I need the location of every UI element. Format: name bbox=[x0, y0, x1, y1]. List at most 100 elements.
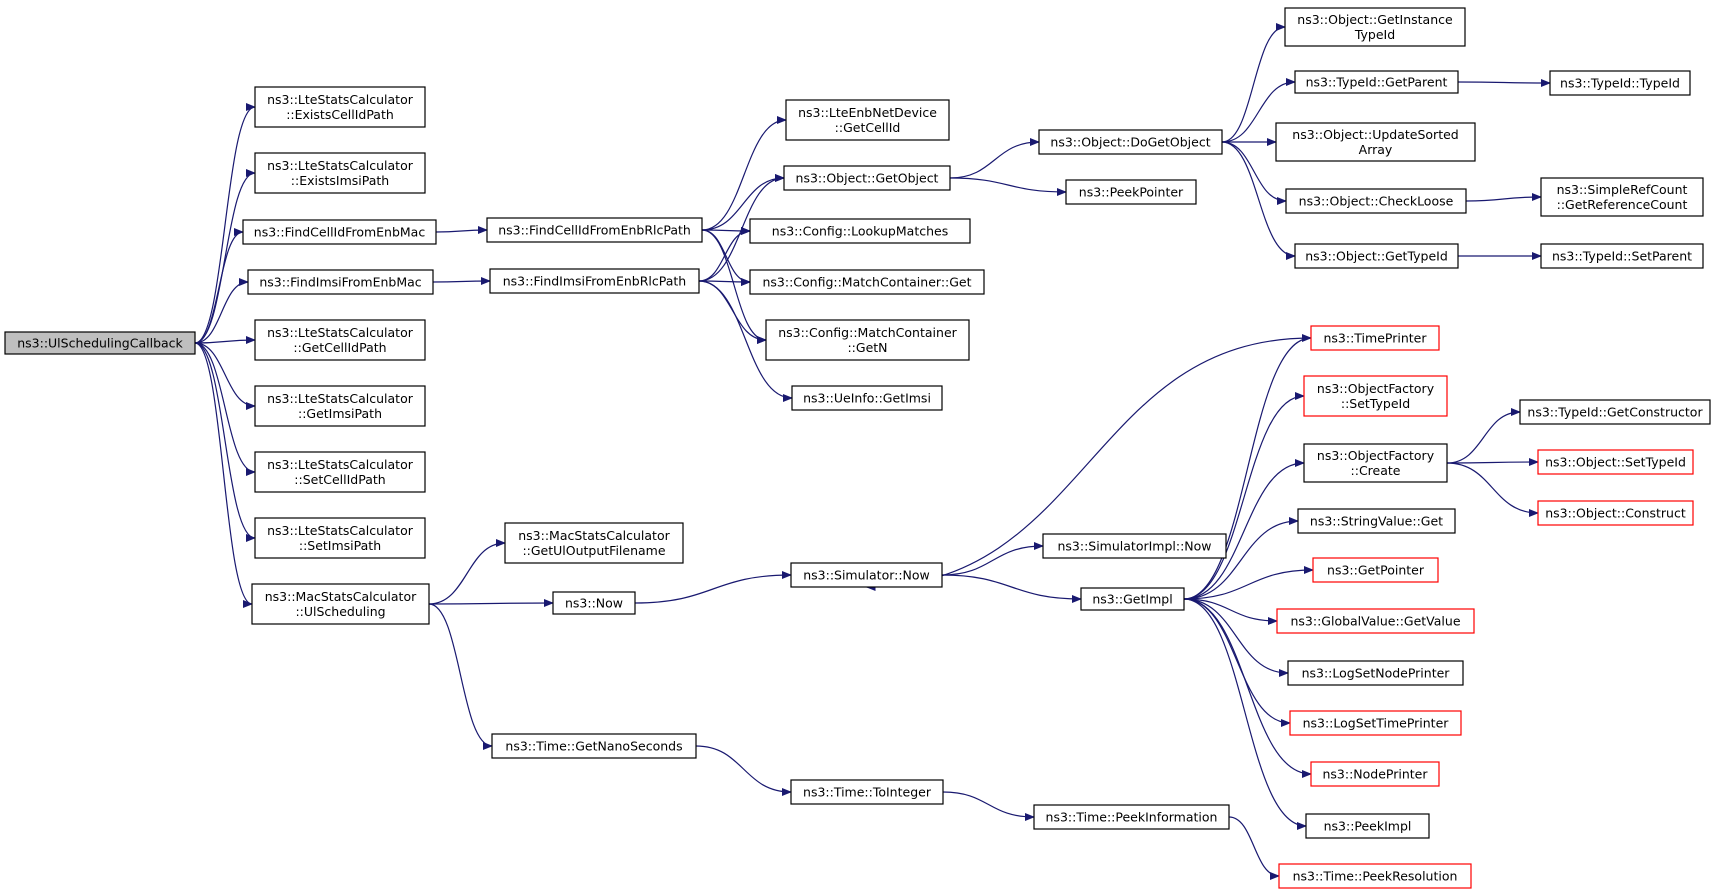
node-timeprinter[interactable]: ns3::TimePrinter bbox=[1310, 325, 1440, 351]
node-label-getrefcount: ::GetReferenceCount bbox=[1557, 197, 1688, 212]
node-box-timeprinter bbox=[1310, 325, 1440, 351]
node-nodeprinter[interactable]: ns3::NodePrinter bbox=[1310, 761, 1440, 787]
node-label-getpointer: ns3::GetPointer bbox=[1327, 563, 1425, 578]
node-label-lsc_setimsi: ::SetImsiPath bbox=[299, 538, 381, 553]
node-typeid_setparent[interactable]: ns3::TypeId::SetParent bbox=[1540, 243, 1704, 269]
node-label-typeid_getctor: ns3::TypeId::GetConstructor bbox=[1527, 405, 1703, 420]
node-label-ueinfo_getimsi: ns3::UeInfo::GetImsi bbox=[803, 391, 931, 406]
edge-root-to-mac_ulsched bbox=[194, 342, 253, 608]
node-now[interactable]: ns3::Now bbox=[552, 591, 636, 615]
node-label-lsc_getimsi: ns3::LteStatsCalculator bbox=[267, 391, 414, 406]
node-lsc_setimsi[interactable]: ns3::LteStatsCalculator::SetImsiPath bbox=[254, 517, 426, 559]
node-peekimpl[interactable]: ns3::PeekImpl bbox=[1305, 813, 1430, 839]
node-box-logsetnode bbox=[1287, 660, 1464, 686]
node-box-findcell_rlc bbox=[486, 217, 703, 243]
node-label-getinstance: TypeId bbox=[1354, 27, 1395, 42]
node-obj_gettypeid[interactable]: ns3::Object::GetTypeId bbox=[1294, 243, 1459, 269]
node-mc_get[interactable]: ns3::Config::MatchContainer::Get bbox=[749, 269, 985, 295]
node-label-mac_ulsched: ::UlScheduling bbox=[295, 604, 385, 619]
node-label-findcell_rlc: ns3::FindCellIdFromEnbRlcPath bbox=[498, 223, 691, 238]
node-label-of_create: ::Create bbox=[1351, 463, 1401, 478]
edge-dogetobject-to-getparent bbox=[1221, 78, 1296, 143]
node-box-obj_settypeid bbox=[1537, 449, 1694, 475]
node-getrefcount[interactable]: ns3::SimpleRefCount::GetReferenceCount bbox=[1540, 177, 1704, 217]
node-findcell_rlc[interactable]: ns3::FindCellIdFromEnbRlcPath bbox=[486, 217, 703, 243]
node-label-typeid_typeid: ns3::TypeId::TypeId bbox=[1560, 76, 1680, 91]
node-box-checkloose bbox=[1285, 188, 1467, 214]
node-lookup[interactable]: ns3::Config::LookupMatches bbox=[749, 218, 971, 244]
edge-root-to-lsc_setimsi bbox=[194, 342, 256, 542]
node-logsettime[interactable]: ns3::LogSetTimePrinter bbox=[1289, 710, 1462, 736]
node-obj_settypeid[interactable]: ns3::Object::SetTypeId bbox=[1537, 449, 1694, 475]
node-mac_getfile[interactable]: ns3::MacStatsCalculator::GetUlOutputFile… bbox=[504, 522, 684, 564]
node-box-getrefcount bbox=[1540, 177, 1704, 217]
node-box-root bbox=[4, 331, 196, 355]
node-typeid_typeid[interactable]: ns3::TypeId::TypeId bbox=[1549, 70, 1691, 96]
node-sim_now[interactable]: ns3::Simulator::Now bbox=[790, 562, 943, 588]
node-label-dogetobject: ns3::Object::DoGetObject bbox=[1050, 135, 1210, 150]
node-getpointer[interactable]: ns3::GetPointer bbox=[1312, 557, 1439, 583]
node-time_peekinfo[interactable]: ns3::Time::PeekInformation bbox=[1033, 804, 1230, 830]
node-label-getinstance: ns3::Object::GetInstance bbox=[1297, 12, 1453, 27]
node-lsc_getcell[interactable]: ns3::LteStatsCalculator::GetCellIdPath bbox=[254, 319, 426, 361]
node-box-sim_now bbox=[790, 562, 943, 588]
node-label-obj_construct: ns3::Object::Construct bbox=[1545, 506, 1686, 521]
node-of_settypeid[interactable]: ns3::ObjectFactory::SetTypeId bbox=[1303, 375, 1448, 417]
node-label-sim_now: ns3::Simulator::Now bbox=[803, 568, 930, 583]
node-checkloose[interactable]: ns3::Object::CheckLoose bbox=[1285, 188, 1467, 214]
node-box-obj_construct bbox=[1537, 500, 1694, 526]
node-simimpl_now[interactable]: ns3::SimulatorImpl::Now bbox=[1042, 533, 1227, 559]
node-label-simimpl_now: ns3::SimulatorImpl::Now bbox=[1057, 539, 1211, 554]
node-label-mac_ulsched: ns3::MacStatsCalculator bbox=[265, 589, 417, 604]
node-label-logsettime: ns3::LogSetTimePrinter bbox=[1303, 716, 1450, 731]
node-box-lsc_existsimsi bbox=[254, 152, 426, 194]
edge-mac_ulsched-to-now bbox=[428, 599, 554, 608]
node-time_peekres[interactable]: ns3::Time::PeekResolution bbox=[1278, 863, 1472, 889]
node-label-lsc_getimsi: ::GetImsiPath bbox=[298, 406, 382, 421]
node-getimpl[interactable]: ns3::GetImpl bbox=[1080, 587, 1185, 611]
node-getparent[interactable]: ns3::TypeId::GetParent bbox=[1294, 70, 1459, 94]
node-logsetnode[interactable]: ns3::LogSetNodePrinter bbox=[1287, 660, 1464, 686]
edge-findcell_rlc-to-enbdev_getcell bbox=[701, 116, 787, 231]
node-root[interactable]: ns3::UlSchedulingCallback bbox=[4, 331, 196, 355]
node-box-time_peekres bbox=[1278, 863, 1472, 889]
node-of_create[interactable]: ns3::ObjectFactory::Create bbox=[1303, 443, 1448, 483]
node-lsc_getimsi[interactable]: ns3::LteStatsCalculator::GetImsiPath bbox=[254, 385, 426, 427]
node-enbdev_getcell[interactable]: ns3::LteEnbNetDevice::GetCellId bbox=[785, 99, 950, 141]
edge-getimpl-to-stringvalue_get bbox=[1183, 517, 1299, 600]
node-obj_construct[interactable]: ns3::Object::Construct bbox=[1537, 500, 1694, 526]
node-stringvalue_get[interactable]: ns3::StringValue::Get bbox=[1297, 508, 1456, 534]
node-mac_ulsched[interactable]: ns3::MacStatsCalculator::UlScheduling bbox=[251, 583, 430, 625]
node-findimsi_rlc[interactable]: ns3::FindImsiFromEnbRlcPath bbox=[489, 268, 700, 294]
node-box-time_peekinfo bbox=[1033, 804, 1230, 830]
node-lsc_setcell[interactable]: ns3::LteStatsCalculator::SetCellIdPath bbox=[254, 451, 426, 493]
node-label-time_peekinfo: ns3::Time::PeekInformation bbox=[1046, 810, 1218, 825]
node-label-of_settypeid: ::SetTypeId bbox=[1341, 396, 1410, 411]
node-mc_getn[interactable]: ns3::Config::MatchContainer::GetN bbox=[765, 319, 970, 361]
node-box-updatesorted bbox=[1275, 122, 1476, 162]
node-getnano[interactable]: ns3::Time::GetNanoSeconds bbox=[491, 733, 697, 759]
node-box-findcell_mac bbox=[242, 219, 437, 245]
node-label-mc_getn: ::GetN bbox=[847, 340, 887, 355]
node-dogetobject[interactable]: ns3::Object::DoGetObject bbox=[1038, 129, 1223, 155]
node-lsc_existscell[interactable]: ns3::LteStatsCalculator::ExistsCellIdPat… bbox=[254, 86, 426, 128]
node-findcell_mac[interactable]: ns3::FindCellIdFromEnbMac bbox=[242, 219, 437, 245]
node-label-obj_settypeid: ns3::Object::SetTypeId bbox=[1545, 455, 1686, 470]
node-typeid_getctor[interactable]: ns3::TypeId::GetConstructor bbox=[1519, 399, 1711, 425]
node-getobject[interactable]: ns3::Object::GetObject bbox=[783, 165, 951, 191]
node-lsc_existsimsi[interactable]: ns3::LteStatsCalculator::ExistsImsiPath bbox=[254, 152, 426, 194]
node-globalvalue[interactable]: ns3::GlobalValue::GetValue bbox=[1276, 608, 1475, 634]
edge-getimpl-to-of_create bbox=[1183, 459, 1305, 600]
node-box-findimsi_mac bbox=[247, 269, 434, 295]
node-box-getinstance bbox=[1284, 7, 1466, 47]
edge-findimsi_rlc-to-ueinfo_getimsi bbox=[698, 280, 793, 402]
node-box-globalvalue bbox=[1276, 608, 1475, 634]
node-box-getobject bbox=[783, 165, 951, 191]
edge-getimpl-to-peekimpl bbox=[1183, 598, 1307, 830]
node-findimsi_mac[interactable]: ns3::FindImsiFromEnbMac bbox=[247, 269, 434, 295]
node-time_toint[interactable]: ns3::Time::ToInteger bbox=[790, 779, 944, 805]
node-peekpointer[interactable]: ns3::PeekPointer bbox=[1065, 179, 1197, 205]
node-ueinfo_getimsi[interactable]: ns3::UeInfo::GetImsi bbox=[791, 385, 943, 411]
